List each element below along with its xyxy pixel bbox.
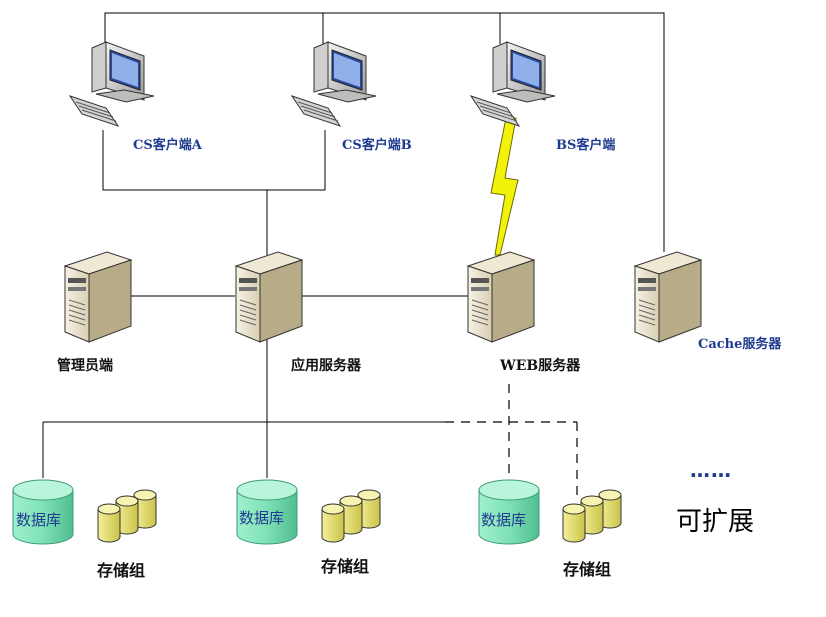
wireless-lightning-icon (490, 117, 519, 256)
app-server-label: 应用服务器 (291, 358, 361, 374)
expansion-ellipsis: …… (690, 458, 732, 482)
cs-clients-link (102, 130, 326, 191)
storage-group-2-icon (322, 490, 380, 542)
database-1-label: 数据库 (16, 511, 62, 529)
database-2-label: 数据库 (239, 509, 285, 527)
cache-server-icon (634, 251, 702, 343)
top-bus-line (104, 12, 665, 252)
database-3-label: 数据库 (481, 511, 527, 529)
storage-group-3-icon (563, 490, 621, 542)
web-server-icon (467, 251, 535, 343)
expansion-dashed-lines (445, 384, 578, 498)
cs-client-b-label: CS客户端B (342, 138, 412, 153)
storage-group-1-label: 存储组 (97, 561, 146, 580)
cs-client-a-computer-icon (69, 41, 155, 127)
cs-client-a-label: CS客户端A (133, 138, 202, 153)
connection-lines (42, 12, 665, 478)
expandable-label: 可扩展 (676, 507, 755, 537)
admin-server-icon (64, 251, 132, 343)
storage-group-1-icon (98, 490, 156, 542)
storage-group-3-label: 存储组 (563, 560, 612, 579)
app-server-icon (235, 251, 303, 343)
storage-group-2-label: 存储组 (321, 557, 370, 576)
bs-client-computer-icon (470, 41, 556, 127)
bs-client-label: BS客户端 (556, 138, 616, 153)
cache-server-label: Cache服务器 (698, 337, 782, 352)
cs-client-b-computer-icon (291, 41, 377, 127)
web-server-label: WEB服务器 (500, 358, 581, 374)
admin-server-label: 管理员端 (57, 358, 113, 374)
